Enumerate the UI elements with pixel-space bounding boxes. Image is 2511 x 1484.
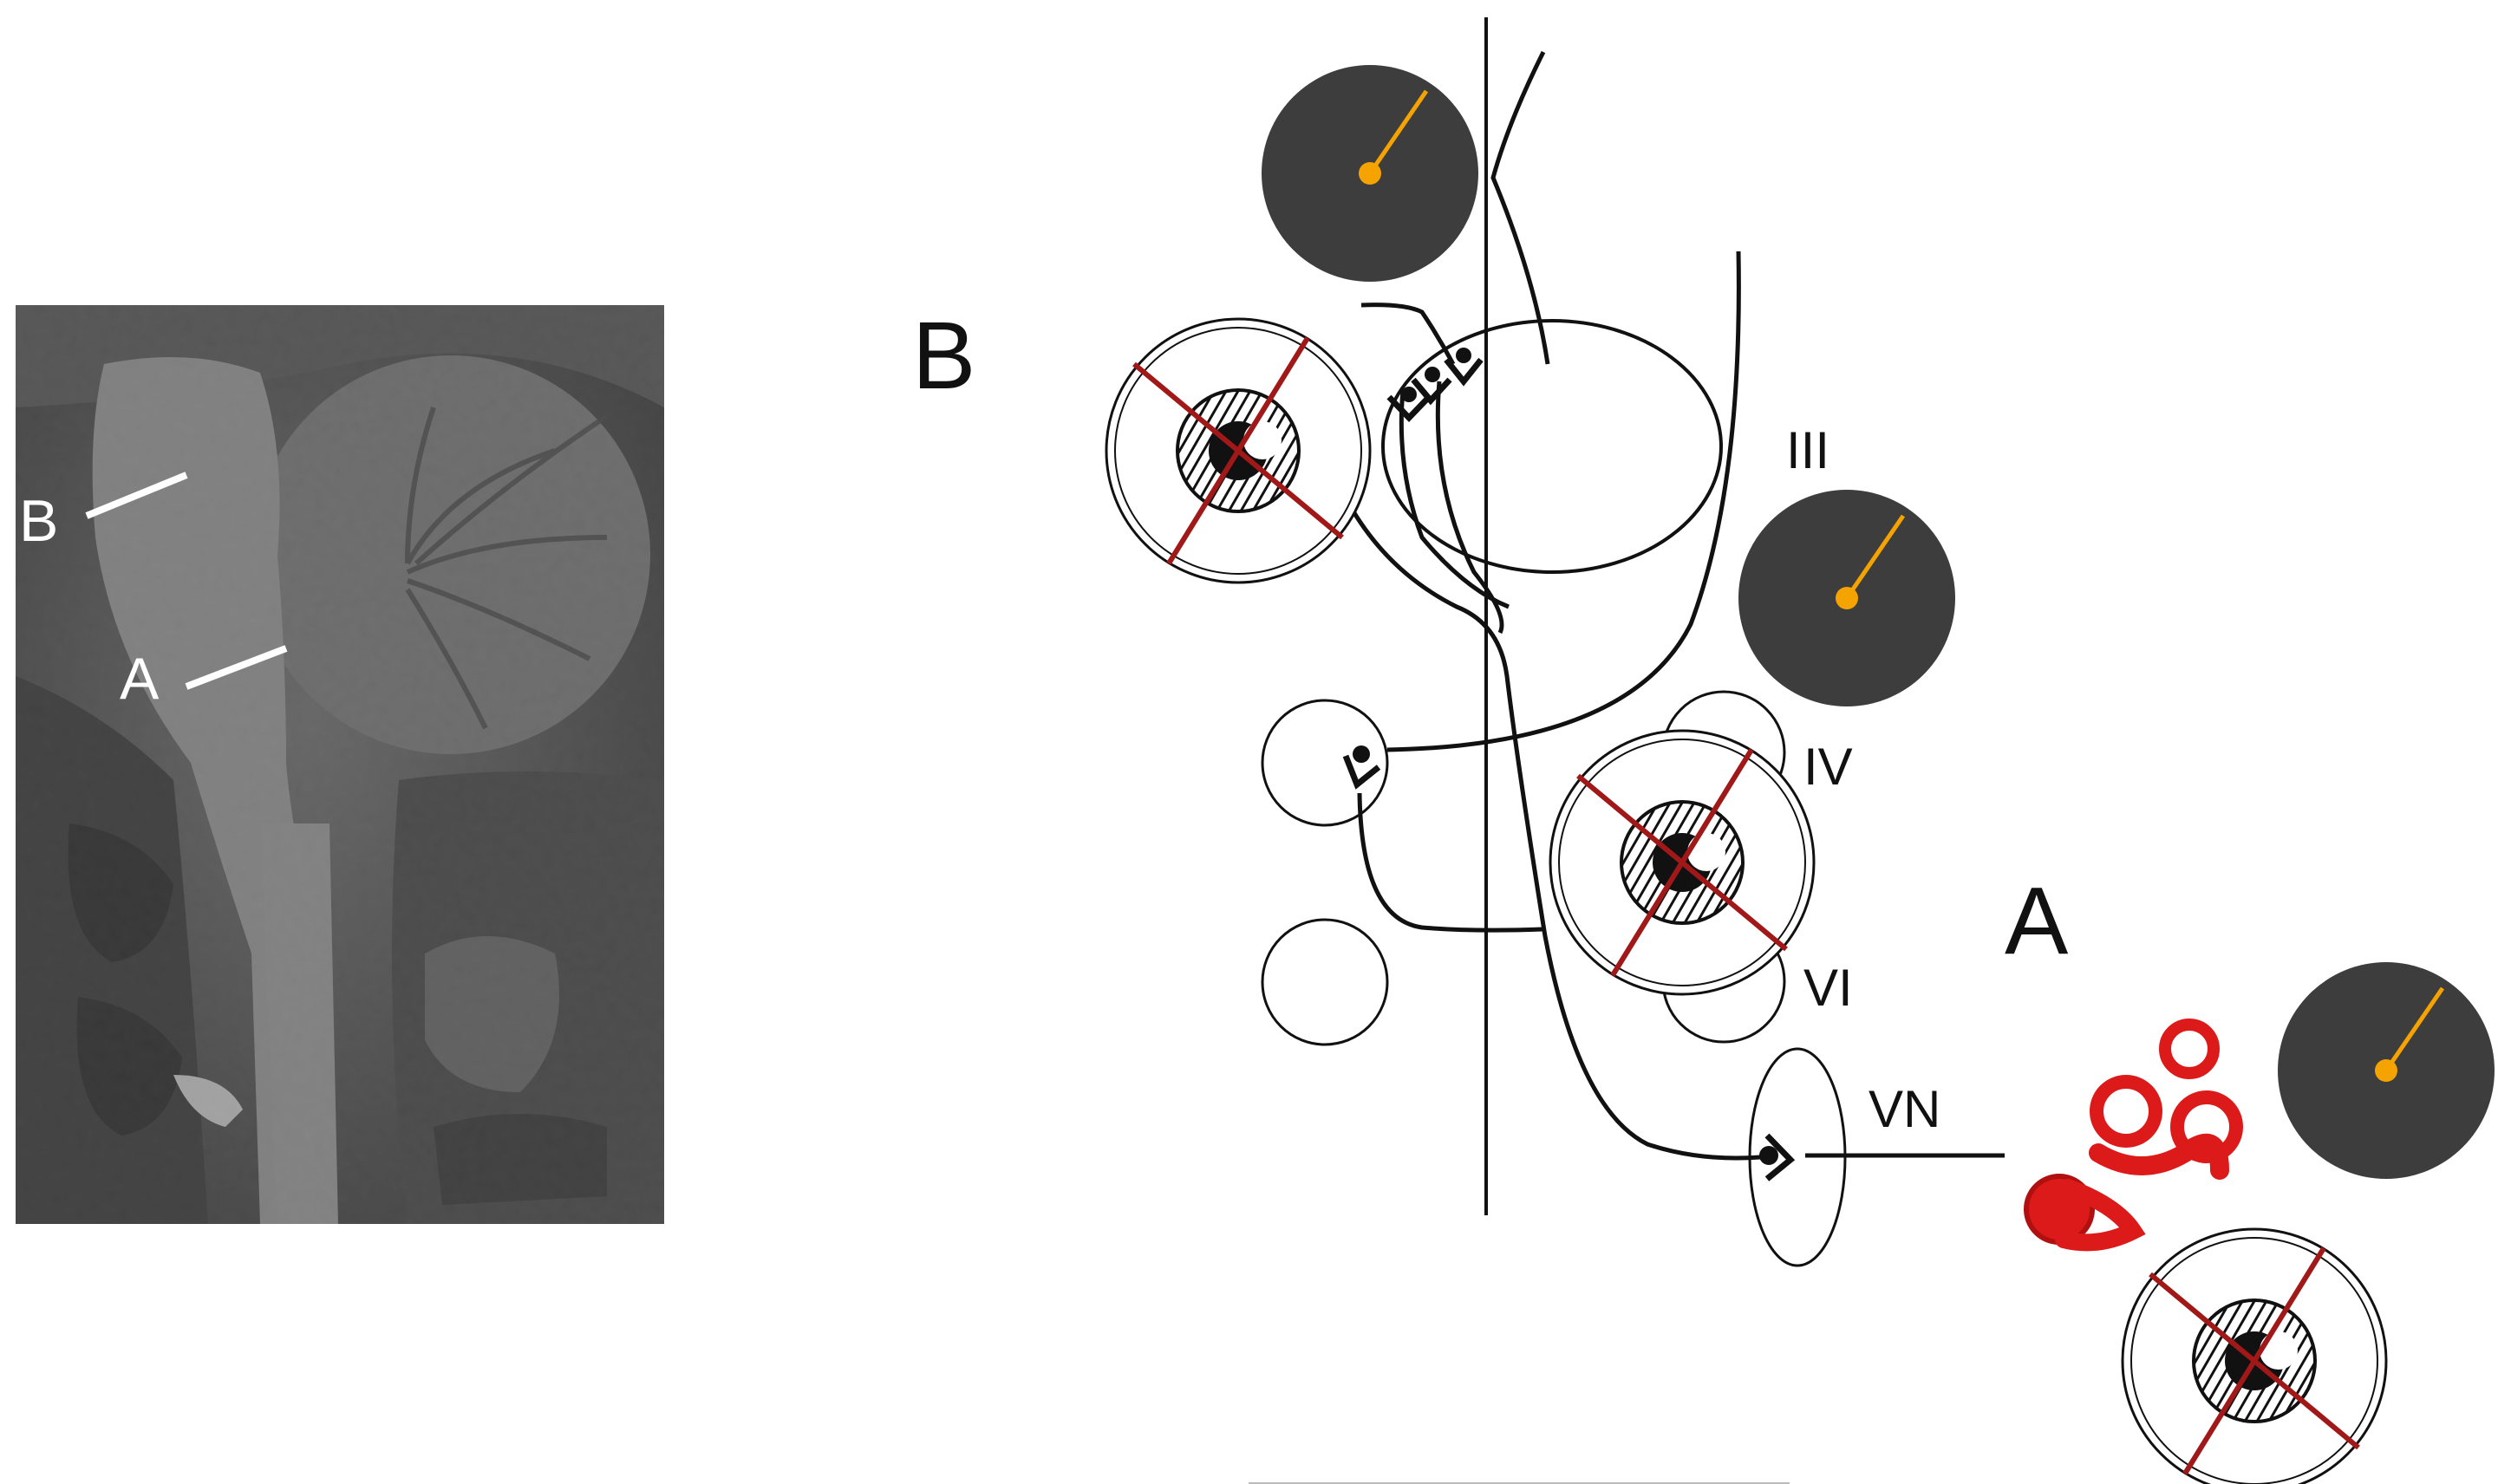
labyrinth-icon — [2024, 1019, 2243, 1252]
panel-label-a: A — [2005, 868, 2069, 974]
eye-crossed-icon — [1550, 731, 1814, 994]
level-marker-a — [185, 645, 288, 690]
brainstem-circuit-diagram — [1249, 17, 2005, 1484]
abducens-nucleus-left — [1261, 918, 1389, 1046]
nucleus-label-iii: III — [1786, 421, 1829, 479]
eye-gaze-icon — [1262, 65, 1478, 282]
trochlear-nucleus-left — [1261, 699, 1389, 827]
mri-label-b: B — [19, 488, 58, 554]
level-marker-b — [85, 472, 188, 519]
eye-gaze-icon — [2278, 962, 2495, 1179]
ascending-tract — [1386, 251, 1741, 752]
eye-crossed-icon — [2123, 1229, 2386, 1484]
nucleus-label-vi: VI — [1803, 959, 1853, 1017]
oculomotor-nucleus — [1381, 319, 1723, 574]
eye-gaze-icon — [1738, 490, 1955, 706]
panel-label-b: B — [912, 303, 975, 409]
mri-label-a: A — [120, 646, 160, 712]
nucleus-label-iv: IV — [1803, 738, 1853, 796]
mri-sagittal-image — [16, 305, 664, 1224]
eye-crossed-icon — [1106, 319, 1370, 583]
nucleus-label-vn: VN — [1869, 1080, 1940, 1138]
mlf-pathway — [1346, 501, 1761, 1161]
